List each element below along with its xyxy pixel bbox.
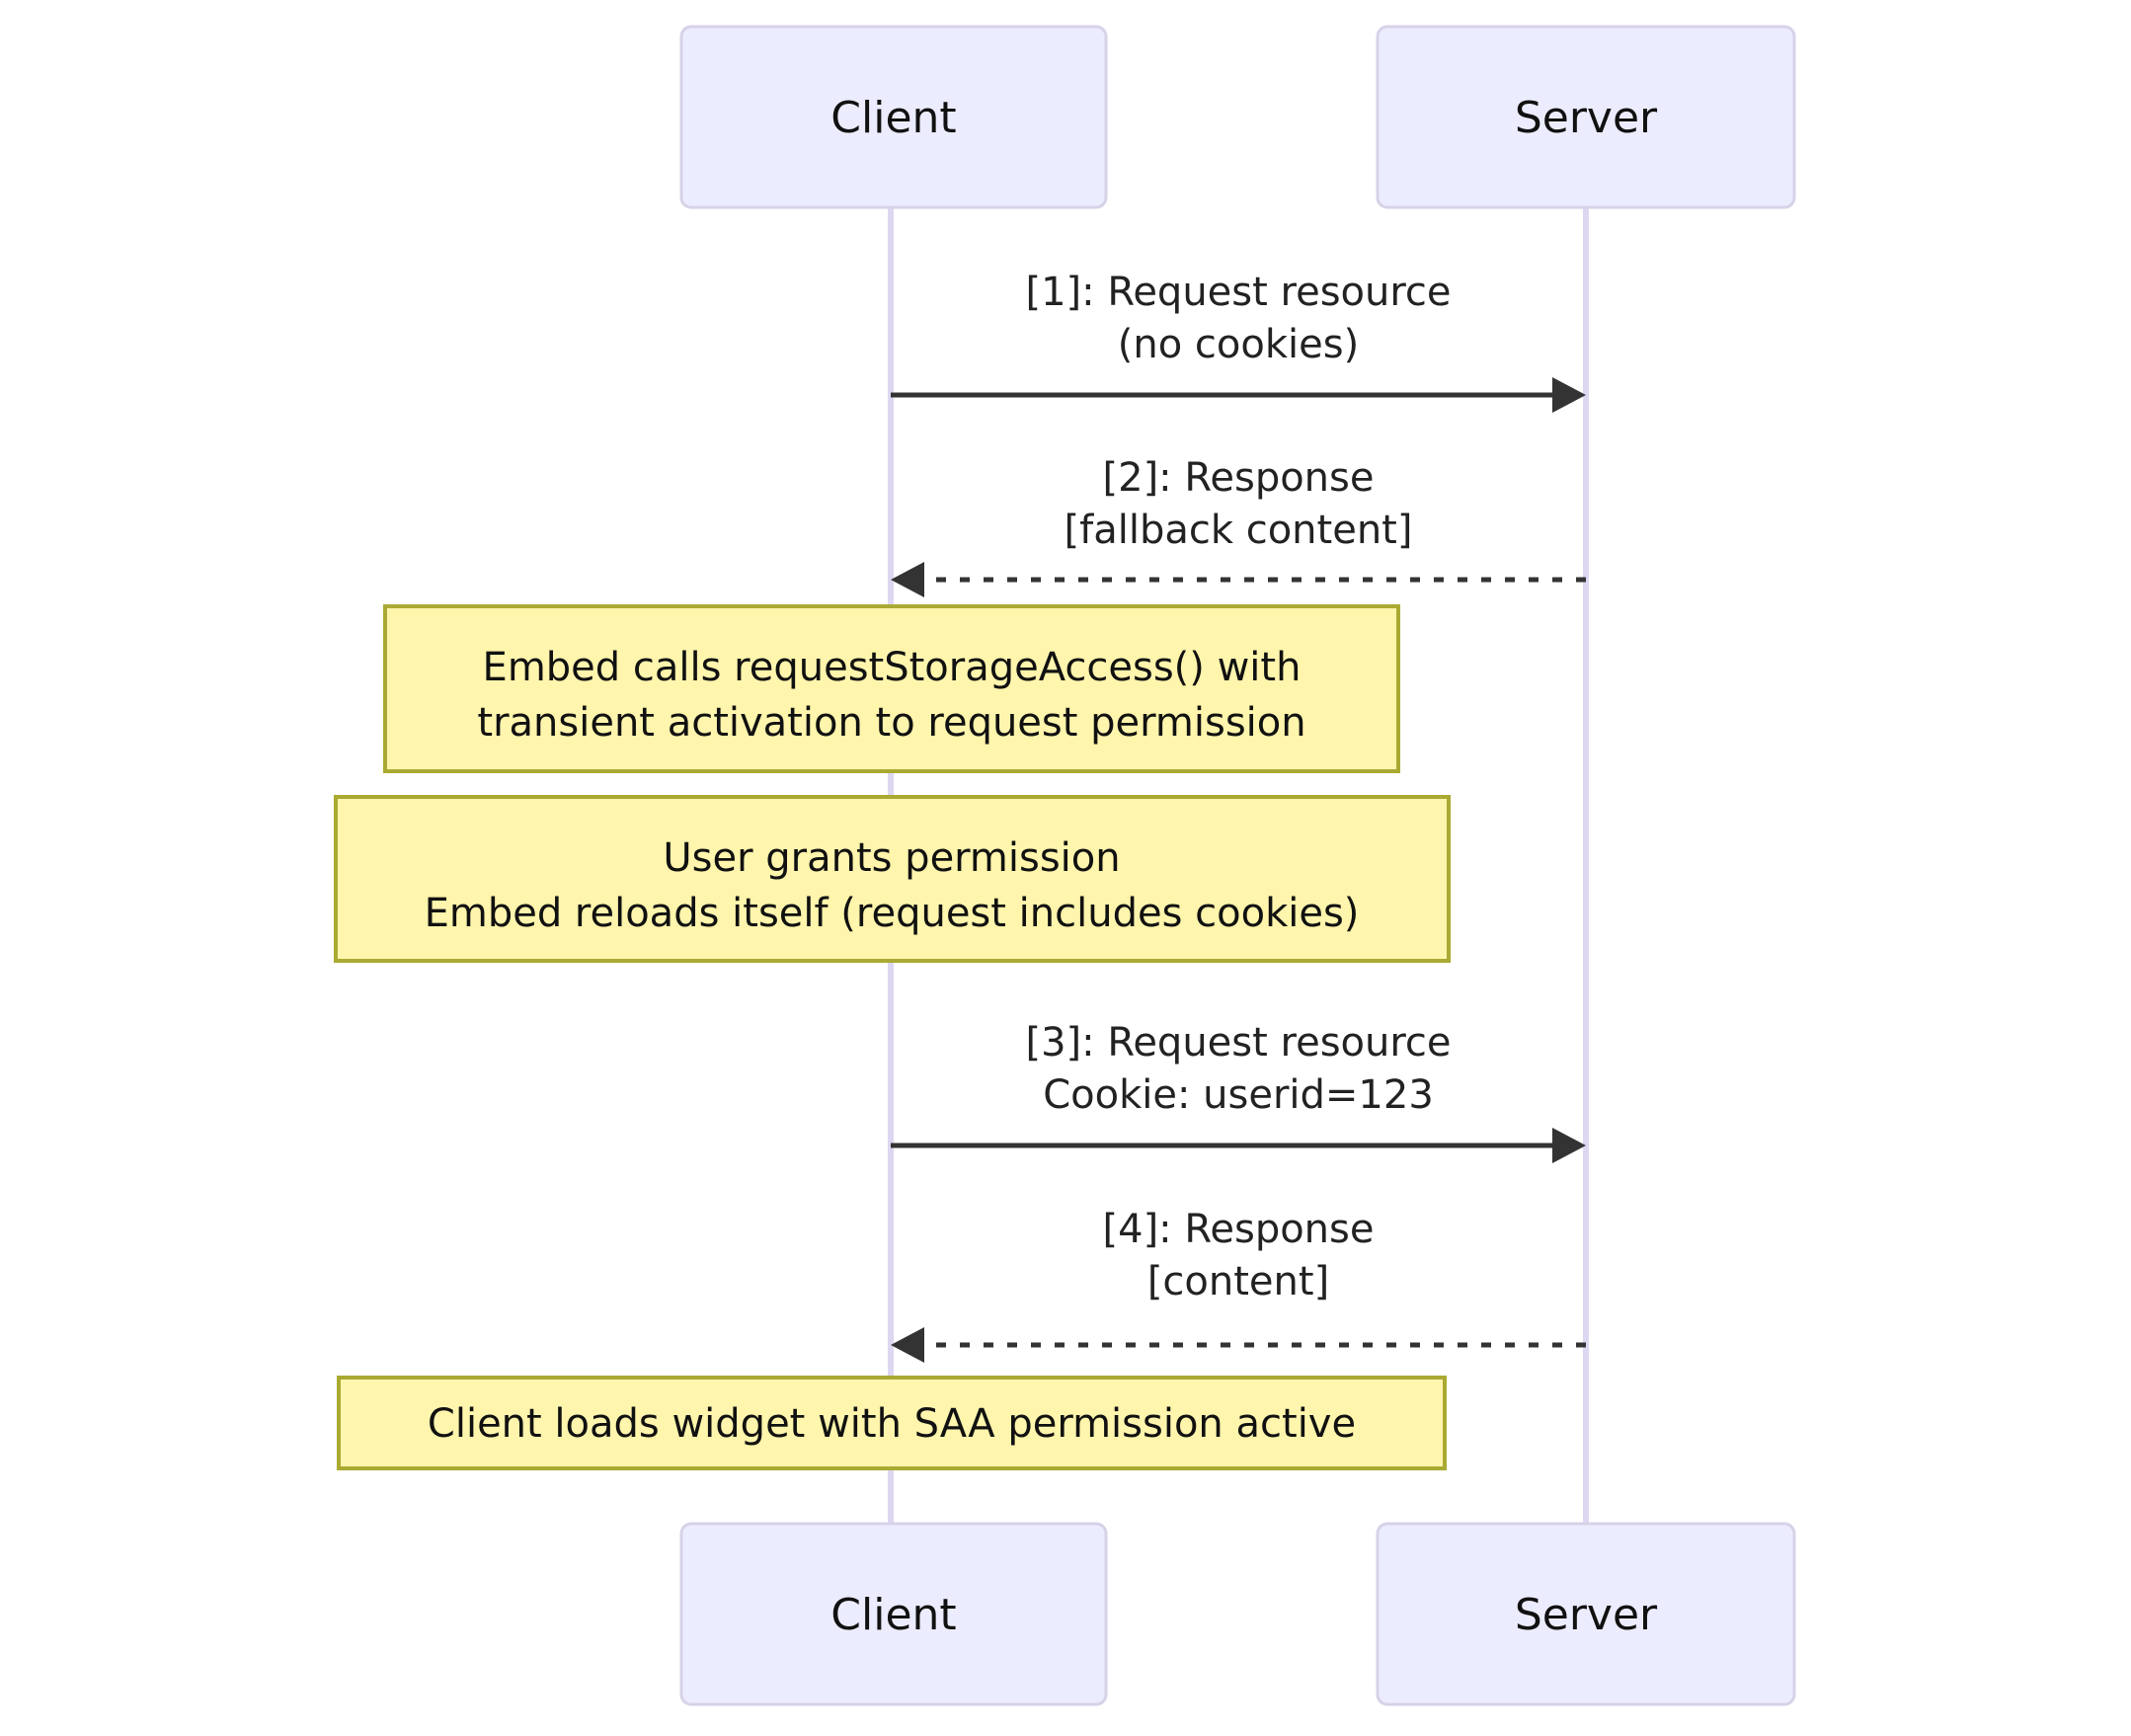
actor-label-server-top: Server [1515, 93, 1658, 143]
message-4-line-2: [content] [1147, 1259, 1329, 1304]
note-3-line-1: Client loads widget with SAA permission … [428, 1401, 1356, 1447]
message-1-line-1: [1]: Request resource [1025, 270, 1451, 315]
note-box-1[interactable] [383, 604, 1400, 773]
message-2-line-2: [fallback content] [1065, 508, 1413, 553]
message-3-arrowhead-icon [1552, 1128, 1586, 1163]
message-1-line-2: (no cookies) [1118, 322, 1359, 367]
message-2-line-1: [2]: Response [1103, 455, 1375, 501]
actor-box-client-top[interactable] [679, 25, 1108, 209]
actor-box-client-bottom[interactable] [679, 1522, 1108, 1706]
note-box-2[interactable] [334, 795, 1451, 963]
actor-label-server-bottom: Server [1515, 1590, 1658, 1640]
note-1-line-1: Embed calls requestStorageAccess() with [483, 645, 1302, 690]
actor-label-client-top: Client [830, 93, 956, 143]
message-2-arrowhead-icon [891, 562, 924, 597]
note-2-line-1: User grants permission [663, 835, 1120, 881]
message-4-line-1: [4]: Response [1103, 1207, 1375, 1252]
actor-box-server-bottom[interactable] [1376, 1522, 1796, 1706]
note-1-line-2: transient activation to request permissi… [477, 700, 1305, 746]
message-3-line-1: [3]: Request resource [1025, 1020, 1451, 1065]
note-box-3[interactable] [337, 1376, 1447, 1470]
message-3-line-2: Cookie: userid=123 [1043, 1072, 1434, 1118]
message-4-arrowhead-icon [891, 1327, 924, 1363]
actor-box-server-top[interactable] [1376, 25, 1796, 209]
message-1-arrowhead-icon [1552, 377, 1586, 413]
actor-label-client-bottom: Client [830, 1590, 956, 1640]
note-2-line-2: Embed reloads itself (request includes c… [425, 891, 1360, 936]
